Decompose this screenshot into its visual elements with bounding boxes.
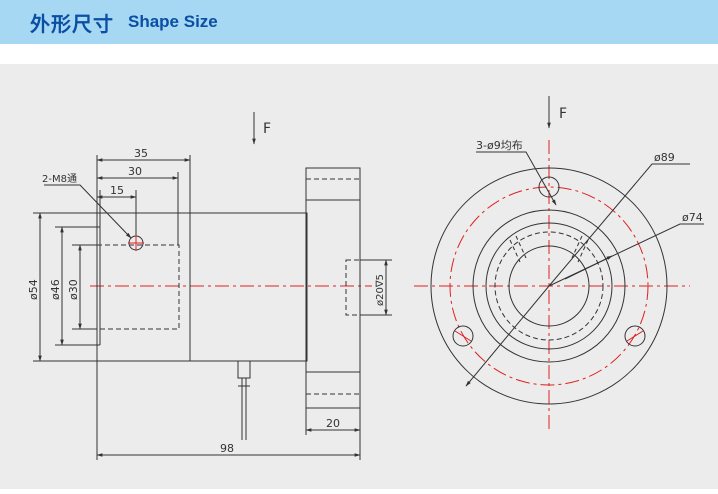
dim-98-label: 98 xyxy=(220,442,234,455)
dim-20-label: 20 xyxy=(326,417,340,430)
section-title-english: Shape Size xyxy=(128,12,218,31)
bolt-hole-lower-right xyxy=(624,325,646,347)
bolt-hole-top xyxy=(538,176,560,198)
drawing-canvas: 35 30 15 2-M8通 ø54 ø46 ø30 ø20∇5 20 98 F xyxy=(0,64,718,489)
front-view-labels: 3-ø9均布 ø89 ø74 F xyxy=(476,106,703,224)
outer-circle xyxy=(430,167,668,405)
front-view xyxy=(414,96,704,432)
dia-46-label: ø46 xyxy=(49,279,62,300)
flange-bore-hidden xyxy=(345,259,361,316)
inner-bore-hidden xyxy=(96,244,180,330)
holes-leader xyxy=(476,151,557,206)
thread-note-label: 2-M8通 xyxy=(42,173,77,185)
bolt-hole-lower-left xyxy=(452,325,474,347)
holes-note-label: 3-ø9均布 xyxy=(476,139,523,152)
section-title-chinese: 外形尺寸 xyxy=(30,11,114,36)
side-view-labels: 35 30 15 2-M8通 ø54 ø46 ø30 ø20∇5 20 98 F xyxy=(27,121,386,455)
dia-74-leader xyxy=(548,223,704,287)
dia-30-label: ø30 xyxy=(67,279,80,300)
dim-15-label: 15 xyxy=(110,184,124,197)
shape-size-drawing: 35 30 15 2-M8通 ø54 ø46 ø30 ø20∇5 20 98 F xyxy=(27,96,704,460)
dim-35-label: 35 xyxy=(134,147,148,160)
dia-89-leader xyxy=(465,163,690,387)
bolt-circle xyxy=(449,186,649,386)
force-label-left: F xyxy=(263,121,271,137)
dia-74-label: ø74 xyxy=(682,211,703,224)
thread-leader xyxy=(44,184,132,239)
dia-54-label: ø54 xyxy=(27,279,40,300)
dim-30-label: 30 xyxy=(128,165,142,178)
dia-89-label: ø89 xyxy=(654,151,675,164)
section-header: 外形尺寸 Shape Size xyxy=(0,0,718,44)
side-view xyxy=(33,112,392,460)
force-label-right: F xyxy=(559,106,567,122)
bore-note-label: ø20∇5 xyxy=(375,274,386,306)
cable xyxy=(237,361,251,440)
